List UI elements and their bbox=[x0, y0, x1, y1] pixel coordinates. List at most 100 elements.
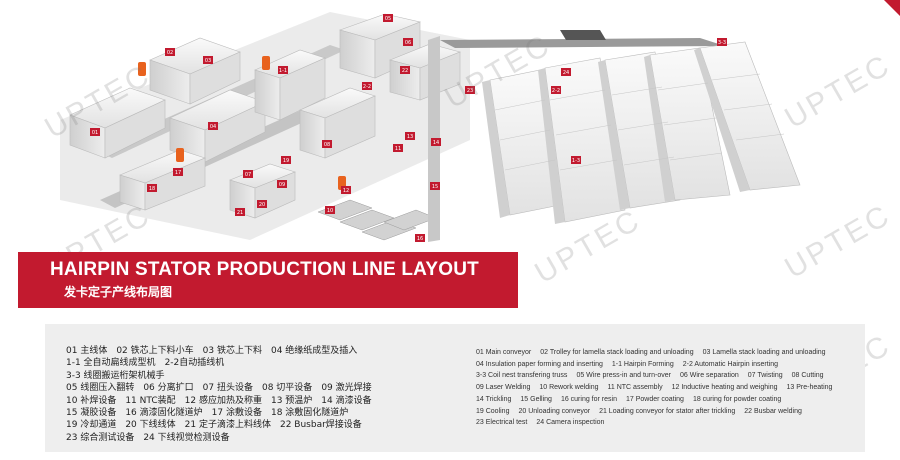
legend-item: 01 Main conveyor bbox=[476, 349, 532, 356]
station-number: 20 bbox=[259, 202, 265, 208]
station-number: 1-1 bbox=[279, 68, 287, 74]
legend-item: 21 Loading conveyor for stator after tri… bbox=[599, 407, 736, 415]
legend-item: 14 滴漆设备 bbox=[321, 395, 372, 406]
legend-panel bbox=[45, 324, 865, 452]
page-subtitle: 发卡定子产线布局图 bbox=[64, 285, 173, 299]
legend-item: 02 Trolley for lamella stack loading and… bbox=[540, 349, 694, 356]
station-marker: 18 bbox=[147, 184, 157, 192]
station-number: 17 bbox=[175, 170, 181, 176]
legend-item: 16 curing for resin bbox=[560, 395, 617, 403]
overhead-gantry bbox=[440, 38, 725, 48]
station-marker: 03 bbox=[203, 56, 213, 64]
station-marker: 2-2 bbox=[362, 82, 372, 90]
legend-item: 02 铁芯上下料小车 bbox=[116, 346, 194, 356]
legend-item: 13 Pre-heating bbox=[786, 384, 833, 392]
legend-item: 06 Wire separation bbox=[679, 372, 739, 380]
legend-row: 3-3 线圈搬运桁架机械手 bbox=[66, 370, 456, 382]
legend-item: 13 预温炉 bbox=[270, 395, 313, 406]
station-number: 13 bbox=[407, 134, 413, 140]
legend-item: 3-3 线圈搬运桁架机械手 bbox=[66, 370, 165, 381]
legend-item: 3-3 Coil nest transfering truss bbox=[476, 372, 568, 380]
legend-item: 05 Wire press-in and turn-over bbox=[576, 372, 671, 380]
legend-item: 07 扭头设备 bbox=[202, 383, 253, 394]
station-number: 1-3 bbox=[572, 158, 580, 164]
station-number: 2-2 bbox=[552, 88, 560, 94]
legend-item: 14 Trickling bbox=[476, 395, 512, 403]
station-marker: 17 bbox=[173, 168, 183, 176]
station-marker: 2-2 bbox=[551, 86, 561, 94]
legend-item: 06 分离扩口 bbox=[143, 383, 194, 394]
legend-item: 03 铁芯上下料 bbox=[202, 346, 262, 356]
station-marker: 21 bbox=[235, 208, 245, 216]
station-marker: 12 bbox=[341, 186, 351, 194]
station-number: 04 bbox=[210, 124, 216, 130]
station-marker: 02 bbox=[165, 48, 175, 56]
station-number: 15 bbox=[432, 184, 438, 190]
station-marker: 10 bbox=[325, 206, 335, 214]
legend-item: 1-1 全自动扁线成型机 bbox=[66, 358, 156, 369]
left-machine-cluster bbox=[69, 13, 461, 219]
station-marker: 15 bbox=[430, 182, 440, 190]
station-number: 03 bbox=[205, 58, 211, 64]
trickling-racks bbox=[317, 199, 437, 241]
station-marker: 11 bbox=[393, 144, 403, 152]
station-marker: 3-3 bbox=[717, 38, 727, 46]
station-number: 07 bbox=[245, 172, 251, 178]
legend-item: 09 激光焊接 bbox=[321, 383, 372, 394]
production-line-layout-illustration: 010203041-12-23-305060708091011121314151… bbox=[60, 12, 801, 242]
station-marker: 07 bbox=[243, 170, 253, 178]
station-number: 23 bbox=[467, 88, 473, 94]
legend-item: 04 绝缘纸成型及插入 bbox=[270, 346, 358, 356]
corner-accent bbox=[884, 0, 900, 16]
station-number: 11 bbox=[395, 146, 401, 152]
station-number: 19 bbox=[283, 158, 289, 164]
station-number: 21 bbox=[237, 210, 243, 216]
station-markers: 010203041-12-23-305060708091011121314151… bbox=[90, 14, 727, 242]
legend-item: 11 NTC assembly bbox=[607, 384, 663, 392]
legend-item: 23 综合测试设备 bbox=[66, 432, 135, 443]
legend-item: 17 Powder coating bbox=[625, 395, 684, 403]
station-number: 08 bbox=[324, 142, 330, 148]
station-marker: 20 bbox=[257, 200, 267, 208]
legend-item: 12 感应加热及称重 bbox=[184, 395, 262, 406]
station-marker: 24 bbox=[561, 68, 571, 76]
station-number: 06 bbox=[405, 40, 411, 46]
station-marker: 23 bbox=[465, 86, 475, 94]
station-marker: 13 bbox=[405, 132, 415, 140]
station-marker: 22 bbox=[400, 66, 410, 74]
legend-row: 23 综合测试设备 24 下线视觉检测设备 bbox=[66, 432, 456, 444]
legend-item: 20 Unloading conveyor bbox=[518, 407, 591, 415]
legend-item: 2-2 Automatic Hairpin inserting bbox=[682, 360, 779, 368]
legend-item: 2-2自动插线机 bbox=[164, 358, 225, 369]
legend-item: 10 补焊设备 bbox=[66, 395, 117, 406]
station-number: 09 bbox=[279, 182, 285, 188]
legend-item: 21 定子滴漆上料线体 bbox=[184, 420, 271, 431]
legend-item: 09 Laser Welding bbox=[476, 384, 531, 392]
station-number: 24 bbox=[563, 70, 569, 76]
legend-item: 20 下线线体 bbox=[125, 420, 176, 431]
legend-row: 01 Main conveyor 02 Trolley for lamella s… bbox=[476, 347, 861, 359]
legend-item: 08 Cutting bbox=[791, 372, 824, 380]
legend-item: 16 滴漆固化隧道炉 bbox=[125, 408, 203, 419]
station-number: 10 bbox=[327, 208, 333, 214]
legend-item: 1-1 Hairpin Forming bbox=[611, 360, 674, 368]
legend-item: 05 线圈压入翻转 bbox=[66, 383, 135, 394]
legend-item: 24 下线视觉检测设备 bbox=[143, 432, 230, 443]
legend-item: 19 冷却通道 bbox=[66, 420, 117, 431]
station-marker: 06 bbox=[403, 38, 413, 46]
station-marker: 19 bbox=[281, 156, 291, 164]
station-number: 12 bbox=[343, 188, 349, 194]
station-marker: 1-3 bbox=[571, 156, 581, 164]
station-number: 3-3 bbox=[718, 40, 726, 46]
legend-item: 23 Electrical test bbox=[476, 419, 528, 427]
station-number: 22 bbox=[402, 68, 408, 74]
legend-item: 18 涂敷固化隧道炉 bbox=[270, 408, 349, 419]
legend-item: 19 Cooling bbox=[476, 407, 510, 415]
